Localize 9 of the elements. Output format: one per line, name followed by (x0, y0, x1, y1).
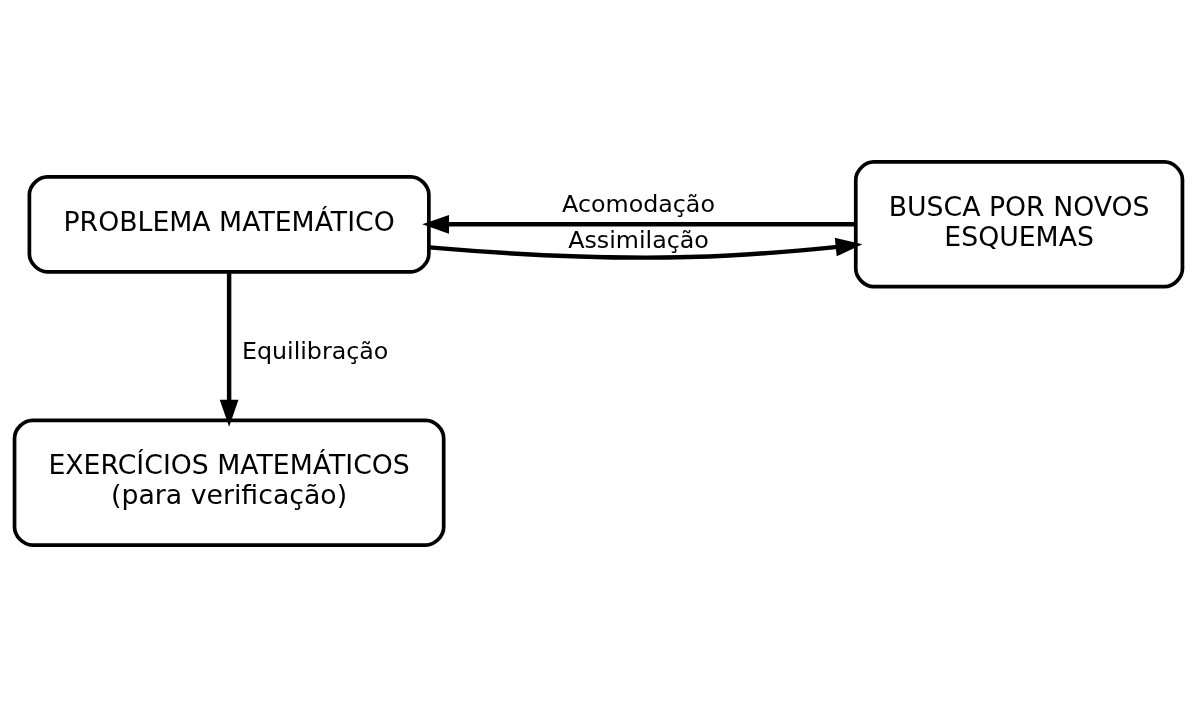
edge-label: Equilibração (241, 336, 389, 365)
arrow (429, 237, 863, 260)
arrow (219, 271, 239, 427)
arrow (422, 214, 856, 234)
node-box: EXERCÍCIOS MATEMÁTICOS (para verificação) (12, 417, 446, 547)
node-box: PROBLEMA MATEMÁTICO (27, 174, 431, 274)
node-box: BUSCA POR NOVOS ESQUEMAS (853, 159, 1185, 289)
edge-label: Acomodação (562, 189, 715, 218)
edge-label: Assimilação (568, 225, 709, 254)
